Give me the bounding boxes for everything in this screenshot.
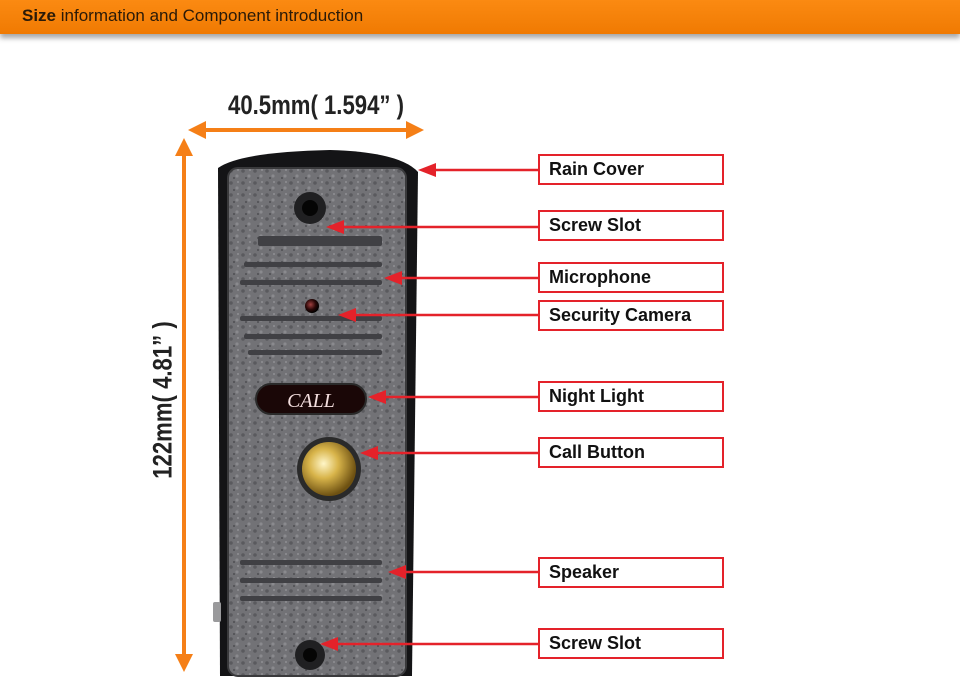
label-rain-cover: Rain Cover	[538, 154, 724, 185]
header-title-rest: information and Component introduction	[56, 6, 364, 25]
callout-arrow-screw-slot-top	[326, 220, 538, 234]
height-dimension-arrow	[175, 138, 193, 672]
label-call-button: Call Button	[538, 437, 724, 468]
callout-arrow-call-button	[360, 446, 538, 460]
callout-arrow-microphone	[384, 271, 538, 285]
label-screw-slot-top: Screw Slot	[538, 210, 724, 241]
label-screw-slot-bottom: Screw Slot	[538, 628, 724, 659]
width-dimension-arrow	[188, 121, 424, 139]
label-night-light: Night Light	[538, 381, 724, 412]
speaker-grille	[240, 560, 382, 601]
callout-arrow-screw-slot-bottom	[320, 637, 538, 651]
header-bar: Size information and Component introduct…	[0, 0, 960, 34]
label-microphone: Microphone	[538, 262, 724, 293]
label-speaker: Speaker	[538, 557, 724, 588]
header-title-bold: Size	[22, 6, 57, 25]
call-text: CALL	[287, 390, 335, 412]
callout-arrow-speaker	[388, 565, 538, 579]
microphone-slots	[240, 236, 382, 355]
callout-arrows	[320, 163, 538, 651]
face-plate	[228, 168, 406, 676]
doorbell-device: CALL	[213, 150, 418, 677]
label-security-camera: Security Camera	[538, 300, 724, 331]
callout-arrow-night-light	[368, 390, 538, 404]
height-dimension-label: 122mm( 4.81” )	[147, 321, 178, 479]
security-camera-lens	[305, 299, 319, 313]
callout-arrow-security-camera	[338, 308, 538, 322]
callout-arrow-rain-cover	[418, 163, 538, 177]
call-button-cap	[302, 442, 356, 496]
width-dimension-label: 40.5mm( 1.594” )	[228, 90, 404, 120]
night-light-window	[255, 383, 367, 415]
header-title: Size information and Component introduct…	[22, 6, 363, 26]
